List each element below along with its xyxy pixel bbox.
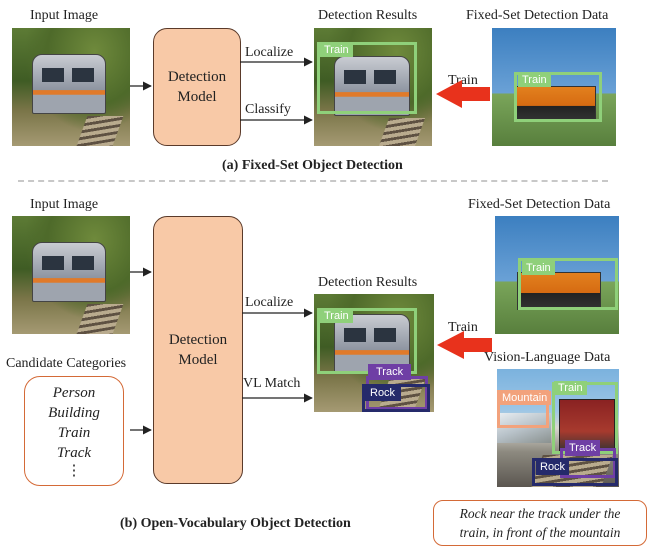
- top-result-train-tag: Train: [320, 43, 353, 57]
- candidate-item: Track: [56, 445, 92, 461]
- top-fixed-train-tag: Train: [518, 73, 551, 87]
- section-divider: [18, 180, 608, 182]
- candidate-item: Person: [52, 385, 96, 401]
- vl-rock-tag: Rock: [536, 459, 570, 475]
- bottom-fixed-label: Fixed-Set Detection Data: [468, 197, 611, 212]
- vision-language-label: Vision-Language Data: [484, 350, 611, 365]
- bottom-model-line2: Model: [178, 352, 218, 368]
- top-result-train-box: [317, 42, 417, 114]
- vl-caption-line1: Rock near the track under the: [459, 506, 621, 521]
- top-train-big-arrow: [436, 80, 490, 108]
- bottom-result-train-tag: Train: [320, 309, 353, 323]
- bottom-fixed-train-tag: Train: [522, 261, 555, 275]
- bottom-results-label: Detection Results: [318, 275, 418, 290]
- top-model-line2: Model: [177, 89, 217, 105]
- vl-train-tag: Train: [554, 381, 587, 395]
- candidate-categories-box: Person Building Train Track ⋮: [24, 376, 124, 486]
- candidate-categories-label: Candidate Categories: [6, 356, 127, 371]
- bottom-result-rock-tag: Rock: [364, 385, 402, 401]
- top-fixed-label: Fixed-Set Detection Data: [466, 8, 609, 23]
- bottom-train-arrow-label: Train: [448, 320, 478, 335]
- vl-rock-box: [532, 458, 618, 486]
- top-caption: (a) Fixed-Set Object Detection: [222, 158, 403, 173]
- candidate-item: Building: [48, 405, 100, 421]
- bottom-train-big-arrow: [437, 331, 492, 359]
- bottom-result-track-tag: Track: [368, 364, 412, 380]
- vl-mountain-tag: Mountain: [498, 391, 552, 405]
- top-localize-label: Localize: [245, 45, 294, 60]
- bottom-vl-match-label: VL Match: [243, 376, 301, 391]
- bottom-caption: (b) Open-Vocabulary Object Detection: [120, 516, 351, 531]
- top-fixed-image: [492, 28, 616, 146]
- bottom-model-line1: Detection: [168, 332, 228, 348]
- bottom-fixed-train-box: [518, 258, 618, 310]
- top-input-label: Input Image: [30, 8, 99, 23]
- candidate-item: Train: [57, 425, 91, 441]
- bottom-result-train-box: [317, 308, 417, 374]
- top-fixed-train-box: [514, 72, 602, 122]
- top-input-image: [12, 28, 130, 146]
- candidate-ellipsis: ⋮: [66, 463, 82, 479]
- vl-caption-line2: train, in front of the mountain: [459, 525, 621, 540]
- top-model-line1: Detection: [167, 69, 227, 85]
- vl-caption-box: Rock near the track under the train, in …: [433, 500, 647, 546]
- bottom-localize-label: Localize: [245, 295, 294, 310]
- bottom-input-image: [12, 216, 130, 334]
- top-results-label: Detection Results: [318, 8, 418, 23]
- top-classify-label: Classify: [245, 102, 291, 117]
- bottom-fixed-image: [495, 216, 619, 334]
- vl-track-tag: Track: [565, 440, 601, 456]
- bottom-input-label: Input Image: [30, 197, 99, 212]
